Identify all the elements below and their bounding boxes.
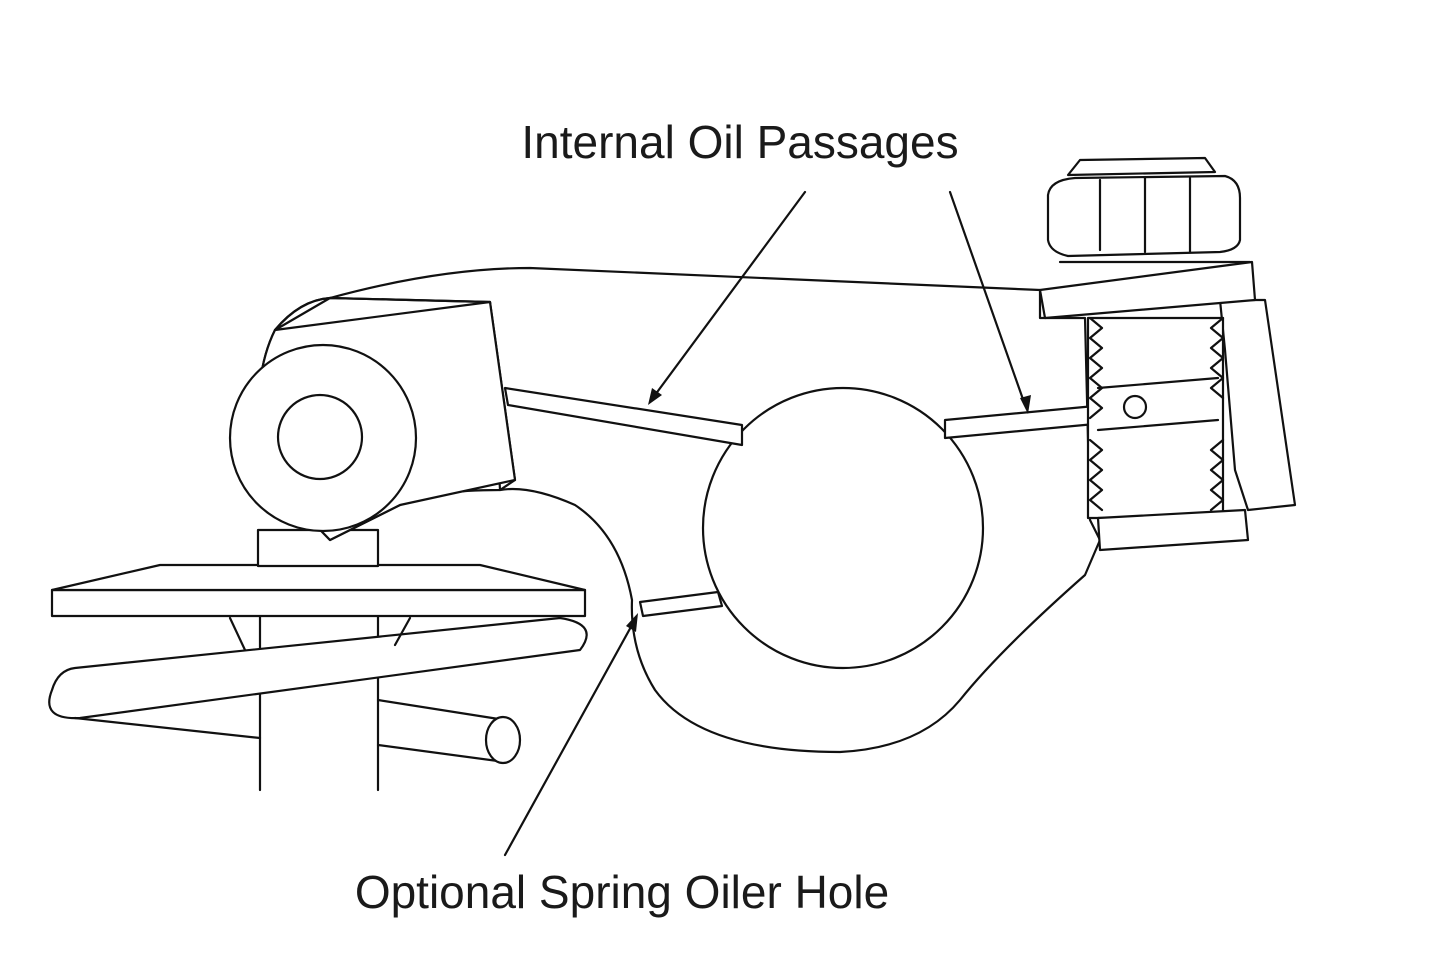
internal-oil-passages-label: Internal Oil Passages: [521, 116, 958, 168]
adjuster-housing: [1218, 298, 1297, 512]
oil-passage-left: [503, 386, 744, 447]
pivot-bore: [701, 386, 985, 670]
leader-internal-oil-passages-right: [948, 190, 1031, 414]
oil-passage-right: [943, 404, 1097, 440]
roller: [228, 343, 418, 533]
leader-optional-spring-oiler-hole: [503, 613, 638, 857]
valve-spring: [48, 616, 588, 765]
optional-spring-oiler-hole-label: Optional Spring Oiler Hole: [355, 866, 889, 918]
leader-internal-oil-passages-left: [648, 190, 807, 405]
rocker-arm-section: [273, 266, 1102, 754]
spring-retainer: [50, 563, 587, 618]
spring-oiler-passage: [638, 590, 724, 618]
valve-stem: [258, 598, 380, 792]
adjuster-screw: [1086, 316, 1250, 552]
valve-tip: [256, 528, 380, 568]
adjuster-lock-nut: [1038, 156, 1257, 320]
